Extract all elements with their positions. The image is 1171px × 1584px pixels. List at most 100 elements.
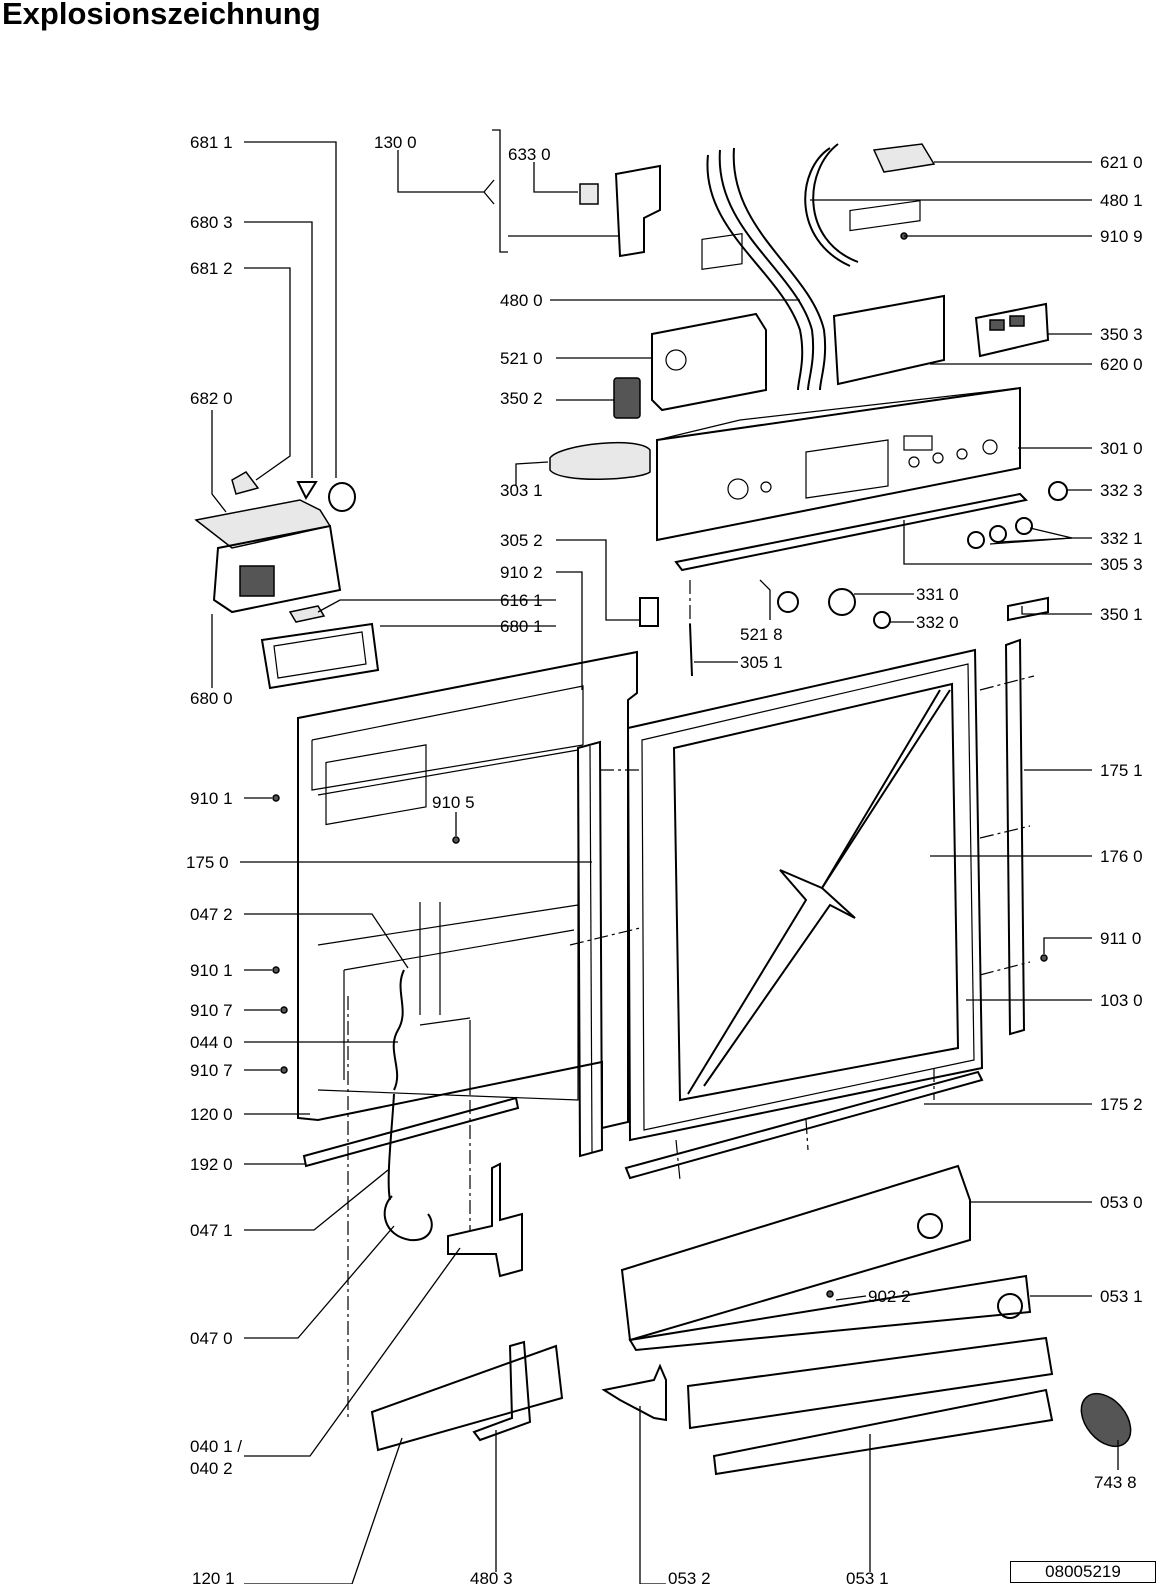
side-strip xyxy=(576,740,604,1158)
control-panel xyxy=(656,386,1021,542)
part-label: 616 1 xyxy=(500,591,543,610)
cable-harness xyxy=(718,149,815,391)
knob-332-1 xyxy=(989,525,1007,543)
bracket-480-3 xyxy=(472,1340,532,1442)
part-681-1 xyxy=(328,482,356,512)
leader-lines xyxy=(211,129,1119,1584)
part-label: 902 2 xyxy=(868,1287,911,1306)
knob-332-1 xyxy=(1015,517,1033,535)
part-label: 633 0 xyxy=(508,145,551,164)
electronic-module xyxy=(651,233,767,412)
part-label: 103 0 xyxy=(1100,991,1143,1010)
detergent-dispenser xyxy=(194,499,342,614)
bracket-305-2 xyxy=(639,597,659,627)
drawing-number-box: 08005219 xyxy=(1010,1561,1156,1583)
part-label: 521 8 xyxy=(740,625,783,644)
part-label: 305 1 xyxy=(740,653,783,672)
part-label: 120 0 xyxy=(190,1105,233,1124)
part-label: 680 3 xyxy=(190,213,233,232)
part-label: 040 2 xyxy=(190,1459,233,1478)
part-label: 911 0 xyxy=(1100,929,1141,948)
panel-strip xyxy=(674,492,1029,572)
part-label: 175 1 xyxy=(1100,761,1143,780)
part-label: 350 2 xyxy=(500,389,543,408)
right-strip xyxy=(1004,638,1026,1036)
part-label: 120 1 xyxy=(192,1569,235,1584)
part-label: 047 1 xyxy=(190,1221,233,1240)
part-label: 480 0 xyxy=(500,291,543,310)
spring-cable xyxy=(387,1093,395,1201)
part-label: 047 2 xyxy=(190,905,233,924)
ring-331-0 xyxy=(828,588,856,616)
outer-door xyxy=(626,648,984,1142)
part-label: 480 1 xyxy=(1100,191,1143,210)
part-label: 680 0 xyxy=(190,689,233,708)
part-label: 175 0 xyxy=(186,853,229,872)
screw-910-7 xyxy=(280,1006,288,1014)
part-label: 044 0 xyxy=(190,1033,233,1052)
door-spring xyxy=(392,969,405,1091)
kickplate-upper xyxy=(686,1336,1054,1430)
bottom-panel-053-0 xyxy=(620,1164,971,1342)
hinge-bracket xyxy=(447,1162,523,1278)
part-680-3 xyxy=(296,481,318,501)
coil-spring xyxy=(1080,1392,1132,1448)
part-label: 331 0 xyxy=(916,585,959,604)
screw-910-1 xyxy=(272,794,280,802)
part-label: 681 2 xyxy=(190,259,233,278)
handle-cover xyxy=(549,441,651,480)
part-label: 175 2 xyxy=(1100,1095,1143,1114)
part-label: 332 1 xyxy=(1100,529,1143,548)
knob-332-0 xyxy=(873,611,891,629)
part-label: 480 3 xyxy=(470,1569,513,1584)
knob-332-3 xyxy=(1048,481,1068,501)
plate-350-1 xyxy=(1007,596,1049,622)
screw-910-7 xyxy=(280,1066,288,1074)
screw-305-1 xyxy=(689,623,693,677)
bottom-panel-053-1 xyxy=(628,1274,1032,1352)
screw-910-1 xyxy=(272,966,280,974)
part-label: 910 1 xyxy=(190,789,233,808)
part-label: 910 2 xyxy=(500,563,543,582)
module-350-3-window xyxy=(989,319,1005,331)
part-label: 053 1 xyxy=(1100,1287,1143,1306)
bottom-strip-right xyxy=(624,1070,984,1180)
part-label: 681 1 xyxy=(190,133,233,152)
part-label: 350 1 xyxy=(1100,605,1143,624)
part-label: 176 0 xyxy=(1100,847,1143,866)
part-label: 350 3 xyxy=(1100,325,1143,344)
module-620 xyxy=(832,200,945,386)
part-label: 621 0 xyxy=(1100,153,1143,172)
connector-350-2 xyxy=(613,377,641,419)
part-label: 047 0 xyxy=(190,1329,233,1348)
part-labels: 681 1 130 0 633 0 621 0 480 1 910 9 680 … xyxy=(186,133,1143,1584)
seal-680-1 xyxy=(260,622,380,690)
part-label: 305 2 xyxy=(500,531,543,550)
cable-harness-loop xyxy=(804,147,851,267)
cable-harness-loop xyxy=(812,143,859,263)
inner-door-panel xyxy=(297,650,638,1130)
cable-harness xyxy=(706,154,804,391)
kickplate-lower xyxy=(712,1388,1054,1476)
knob-332-1 xyxy=(967,531,985,549)
screw-902-2 xyxy=(826,1290,834,1298)
part-label: 521 0 xyxy=(500,349,543,368)
bottom-strip-left xyxy=(302,1096,520,1168)
part-label: 910 7 xyxy=(190,1001,233,1020)
part-label: 192 0 xyxy=(190,1155,233,1174)
part-label: 910 5 xyxy=(432,793,475,812)
module-350-3 xyxy=(974,302,1050,358)
part-label: 301 0 xyxy=(1100,439,1143,458)
part-label: 332 3 xyxy=(1100,481,1143,500)
parts-drawing xyxy=(194,143,1132,1476)
bottom-panel-hole xyxy=(997,1293,1023,1319)
module-621 xyxy=(872,143,936,173)
part-label: 053 0 xyxy=(1100,1193,1143,1212)
part-label: 682 0 xyxy=(190,389,233,408)
part-label: 910 9 xyxy=(1100,227,1143,246)
part-label: 053 1 xyxy=(846,1569,889,1584)
door-lock xyxy=(579,164,661,258)
part-label: 910 7 xyxy=(190,1061,233,1080)
part-label: 332 0 xyxy=(916,613,959,632)
